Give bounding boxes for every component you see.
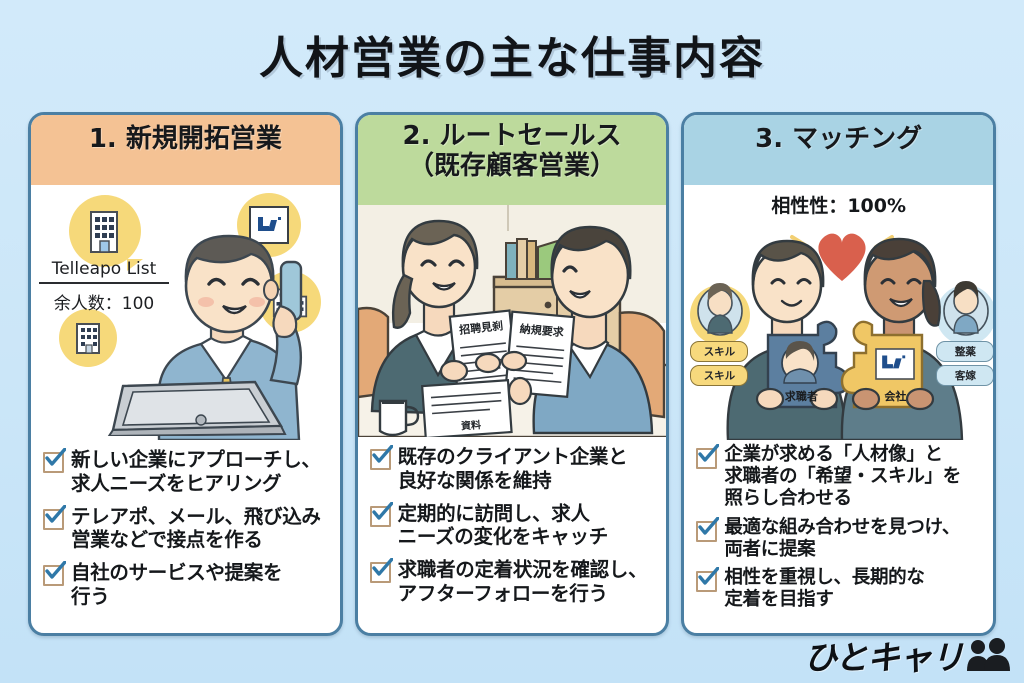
list-item: 新しい企業にアプローチし、 求人ニーズをヒアリング	[43, 448, 330, 496]
telleapo-list-title: Telleapo List	[39, 259, 169, 284]
card-header-subtitle: （既存顧客営業）	[408, 151, 617, 182]
card-header-title: 1. 新規開拓営業	[88, 124, 282, 154]
list-item-label: 最適な組み合わせを見つけ、 両者に提案	[724, 516, 961, 560]
card-route-sales: 2. ルートセールス （既存顧客営業）	[354, 112, 670, 636]
company-logo-icon	[249, 206, 289, 244]
list-item-label: テレアポ、メール、飛び込み 営業などで接点を作る	[71, 504, 321, 552]
list-item: 定期的に訪問し、求人 ニーズの変化をキャッチ	[369, 501, 657, 550]
card-header-title: 3. マッチング	[755, 124, 923, 154]
svg-text:招聘見刹: 招聘見刹	[458, 318, 503, 337]
card-header-route-sales: 2. ルートセールス （既存顧客営業）	[357, 115, 667, 205]
list-item: 企業が求める「人材像」と 求職者の「希望・スキル」を 照らし合わせる	[696, 444, 983, 511]
meeting-illustration: 招聘見刹 納規要求	[357, 205, 667, 437]
list-item-label: 自社のサービスや提案を 行う	[71, 561, 283, 608]
card-new-business: 1. 新規開拓営業	[28, 112, 343, 636]
brand-logo-text: ひとキャリ	[803, 638, 964, 677]
matching-illustration	[690, 233, 994, 440]
checkbox-icon	[696, 566, 720, 592]
badge-skill-1: スキル	[690, 341, 749, 362]
list-item: 求職者の定着状況を確認し、 アフターフォローを行う	[369, 558, 657, 606]
checkbox-icon	[369, 558, 393, 584]
svg-text:納規要求: 納規要求	[519, 321, 565, 339]
heart-icon	[818, 233, 866, 281]
card-matching: 3. マッチング 相性性：100%	[681, 112, 997, 636]
list-item-label: 定期的に訪問し、求人 ニーズの変化をキャッチ	[397, 501, 609, 549]
checkbox-icon	[43, 448, 66, 473]
svg-text:資料: 資料	[460, 418, 481, 432]
illustration-route-sales: 招聘見刹 納規要求	[357, 205, 667, 437]
list-item-label: 新しい企業にアプローチし、 求人ニーズをヒアリング	[71, 448, 321, 495]
illustration-new-business: Telleapo List 余人数：100	[31, 185, 340, 440]
cards-container: 1. 新規開拓営業	[28, 112, 997, 636]
brand-logo: ひとキャリ	[804, 631, 1010, 679]
bubble-tail	[127, 259, 143, 271]
checkbox-icon	[369, 501, 393, 527]
building-icon	[76, 323, 100, 354]
list-item: 最適な組み合わせを見つけ、 両者に提案	[696, 516, 983, 561]
bubble-building-bottom-left	[59, 309, 117, 367]
telleapo-list-block: Telleapo List 余人数：100	[39, 259, 169, 314]
checkbox-icon	[43, 561, 66, 587]
list-item: 既存のクライアント企業と 良好な関係を維持	[369, 445, 657, 493]
bullets-matching: 企業が求める「人材像」と 求職者の「希望・スキル」を 照らし合わせる 最適な組み…	[684, 440, 993, 633]
badge-right-2: 客嫁	[936, 365, 994, 386]
list-item-label: 企業が求める「人材像」と 求職者の「希望・スキル」を 照らし合わせる	[724, 444, 961, 510]
building-icon	[90, 211, 118, 253]
list-item: テレアポ、メール、飛び込み 営業などで接点を作る	[43, 504, 330, 553]
list-item: 相性を重視し、長期的な 定着を目指す	[696, 566, 983, 611]
badge-skill-2: スキル	[690, 365, 749, 386]
bullets-route-sales: 既存のクライアント企業と 良好な関係を維持 定期的に訪問し、求人 ニーズの変化を…	[358, 437, 667, 633]
telleapo-list-count: 余人数：100	[53, 294, 155, 314]
list-item: 自社のサービスや提案を 行う	[43, 561, 330, 609]
checkbox-icon	[696, 444, 720, 469]
card-header-new-business: 1. 新規開拓営業	[31, 115, 340, 185]
puzzle-label-jobseeker: 求職者	[784, 390, 818, 403]
card-header-title: 2. ルートセールス	[402, 121, 622, 151]
illustration-matching: 相性性：100%	[684, 185, 994, 440]
list-item-label: 既存のクライアント企業と 良好な関係を維持	[397, 445, 628, 492]
puzzle-label-company: 会社	[884, 390, 907, 403]
bubble-building-top-left	[69, 195, 141, 267]
bullets-new-business: 新しい企業にアプローチし、 求人ニーズをヒアリング テレアポ、メール、飛び込み …	[31, 440, 340, 633]
list-item-label: 相性を重視し、長期的な 定着を目指す	[724, 566, 925, 611]
checkbox-icon	[369, 445, 393, 470]
laptop-icon	[107, 380, 287, 436]
page-title: 人材営業の主な仕事内容	[259, 33, 765, 84]
card-header-matching: 3. マッチング	[684, 115, 994, 185]
badge-right-1: 整薬	[936, 341, 994, 362]
checkbox-icon	[43, 504, 66, 530]
list-item-label: 求職者の定着状況を確認し、 アフターフォローを行う	[397, 558, 648, 605]
compatibility-label: 相性性：100%	[771, 195, 907, 217]
checkbox-icon	[696, 516, 720, 542]
two-people-icon	[967, 638, 1010, 671]
